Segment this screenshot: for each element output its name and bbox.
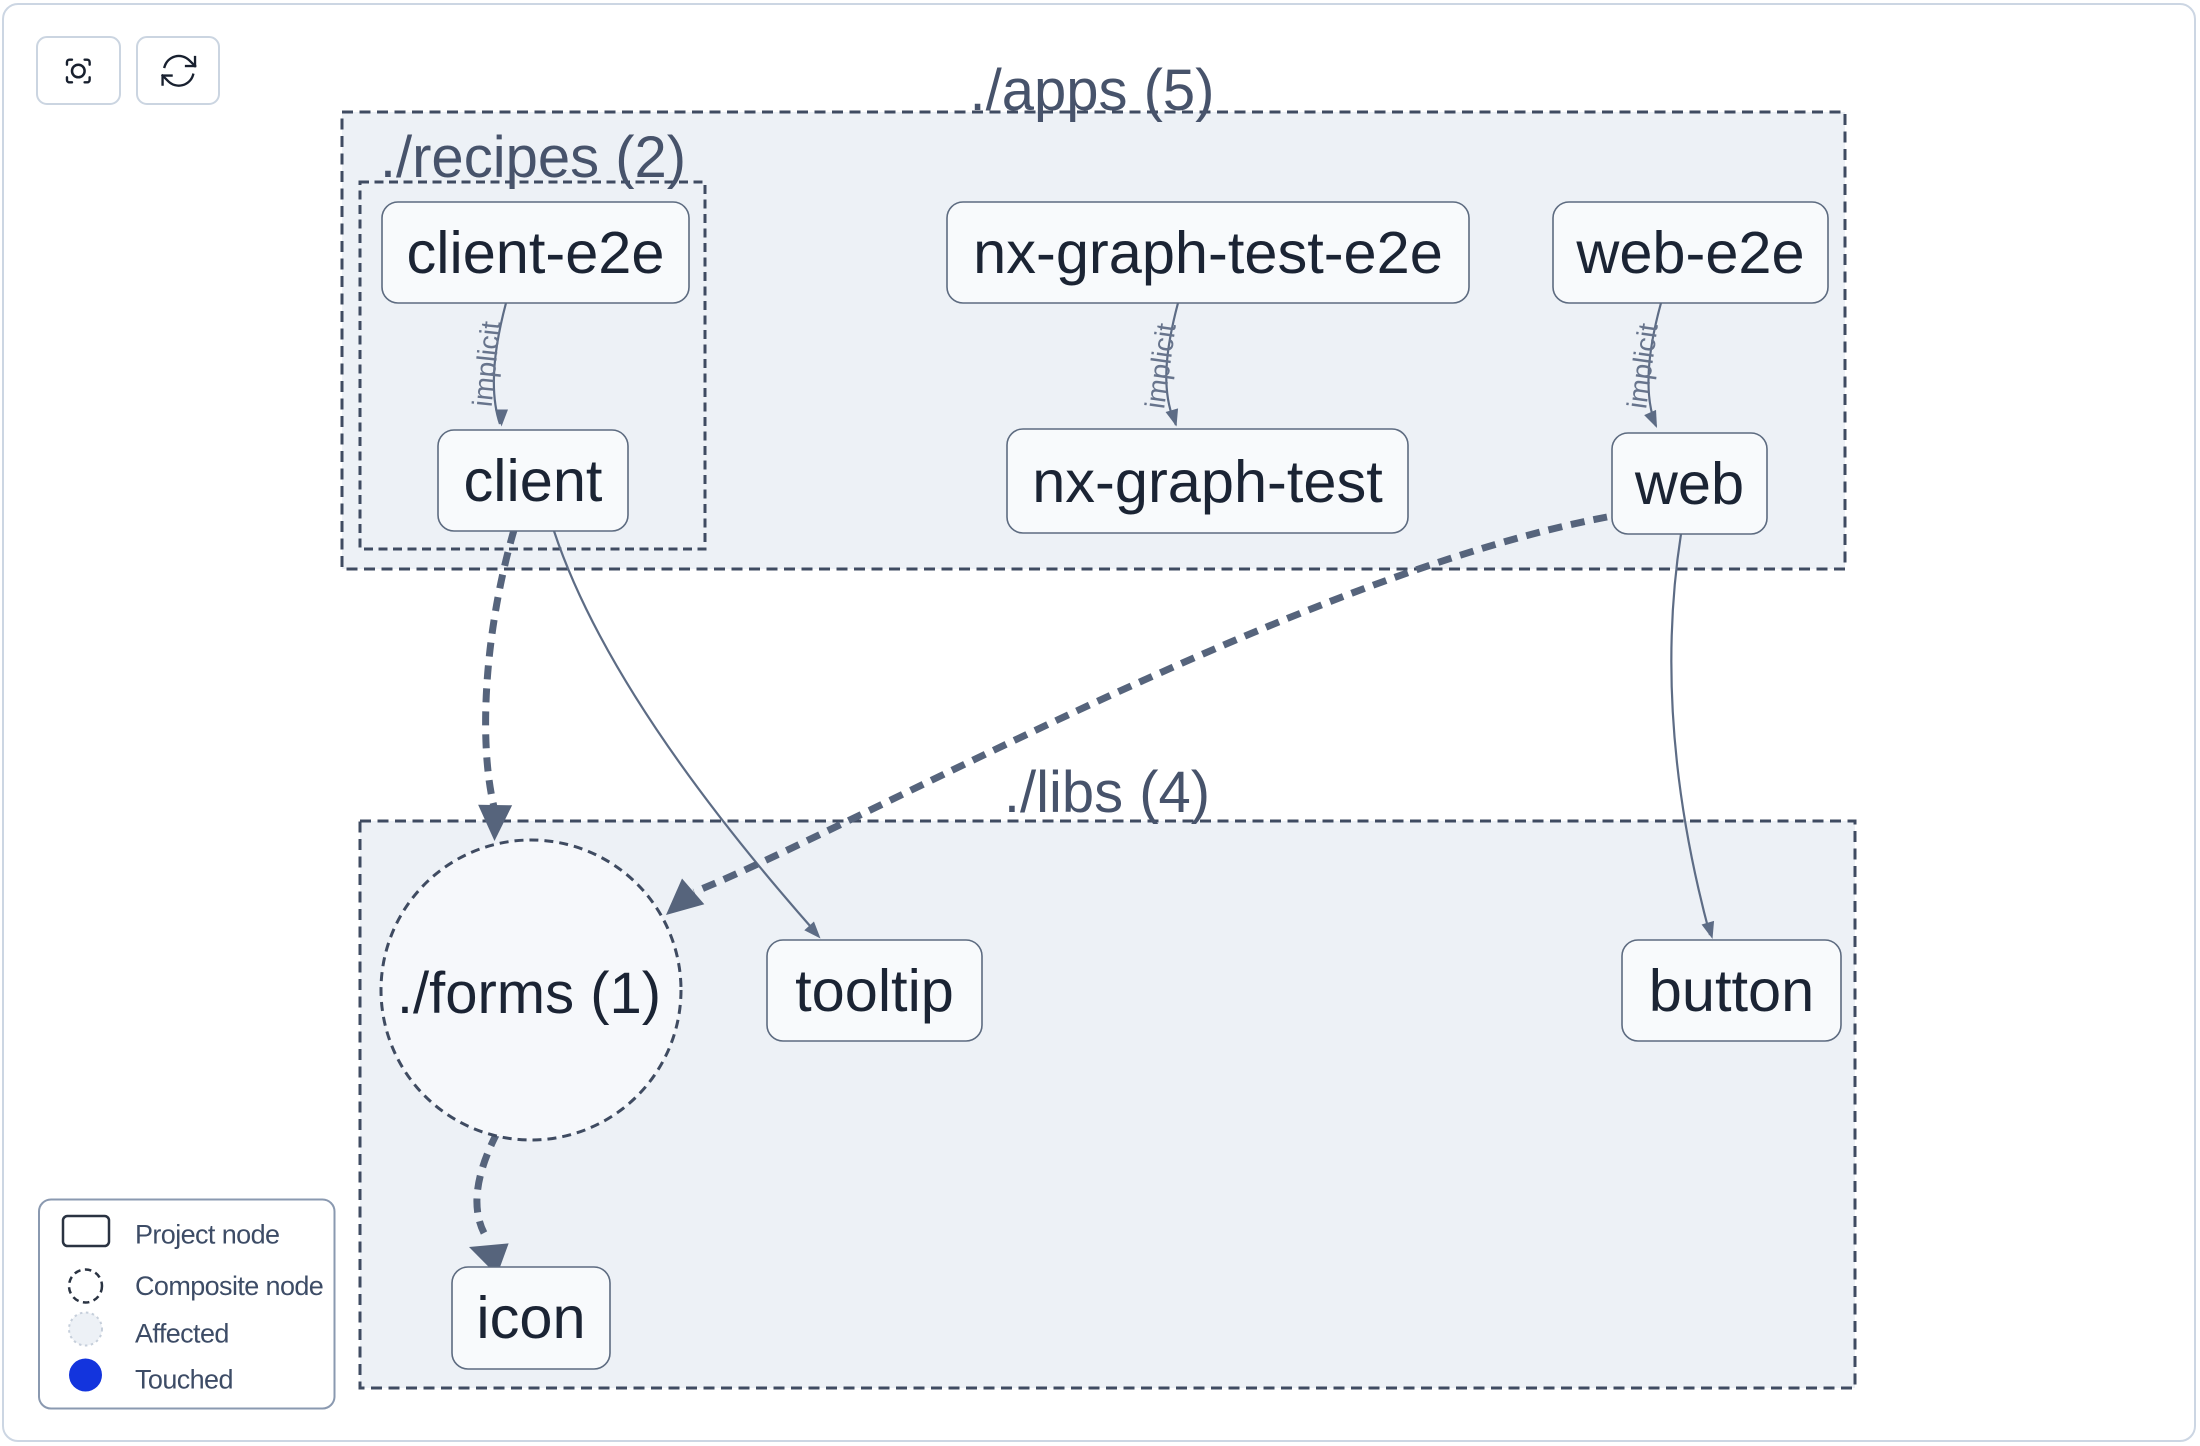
svg-text:web-e2e: web-e2e [1575,219,1804,286]
svg-text:tooltip: tooltip [795,957,954,1024]
svg-text:Project node: Project node [135,1220,279,1250]
svg-text:nx-graph-test-e2e: nx-graph-test-e2e [973,219,1443,286]
svg-text:./recipes (2): ./recipes (2) [380,125,686,190]
svg-text:Composite node: Composite node [135,1271,323,1301]
svg-text:client-e2e: client-e2e [407,219,665,286]
svg-text:nx-graph-test: nx-graph-test [1032,448,1383,515]
svg-text:icon: icon [476,1284,585,1351]
svg-text:./apps (5): ./apps (5) [970,58,1215,123]
svg-text:web: web [1634,450,1744,517]
svg-text:Touched: Touched [135,1365,233,1395]
svg-text:button: button [1649,957,1814,1024]
svg-text:./forms (1): ./forms (1) [397,961,661,1026]
svg-text:Affected: Affected [135,1319,229,1349]
svg-text:client: client [464,447,603,514]
svg-text:./libs (4): ./libs (4) [1004,760,1210,825]
